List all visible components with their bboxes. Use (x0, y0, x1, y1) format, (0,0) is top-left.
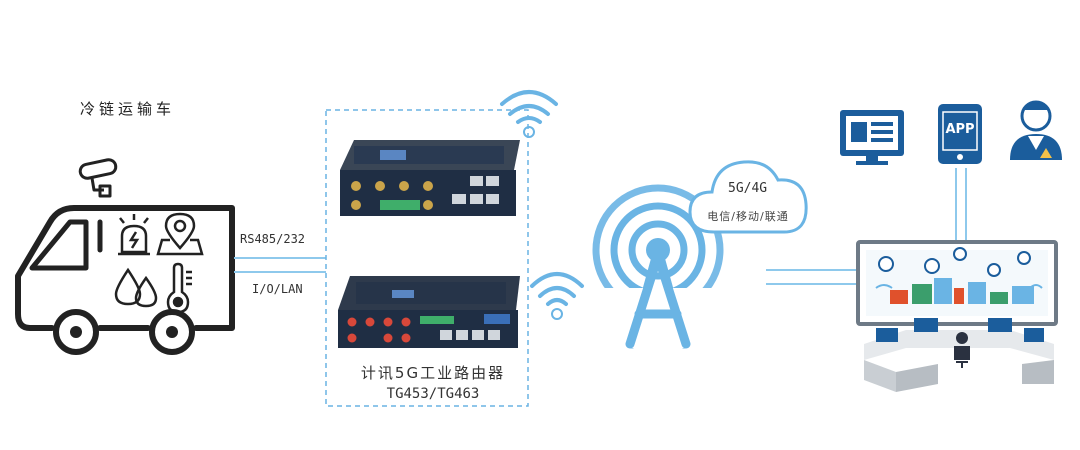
cloud-network-label: 5G/4G (728, 181, 768, 196)
truck-wheel-front (53, 309, 99, 355)
link-lines-endpoints (955, 168, 967, 240)
router-device-bottom (338, 276, 520, 348)
cell-tower-icon (625, 238, 691, 349)
serial-link-label: RS485/232 (240, 232, 306, 246)
water-drop-icon (114, 267, 158, 308)
network-link-label: I/O/LAN (252, 282, 303, 296)
alarm-icon (118, 214, 150, 256)
monitor-icon (840, 110, 904, 165)
user-icon (1010, 100, 1062, 160)
cloud-carriers-label: 电信/移动/联通 (707, 210, 789, 223)
router-name: 计讯5G工业路由器 (360, 364, 506, 382)
router-model: TG453/TG463 (386, 386, 480, 402)
truck-illustration (15, 205, 235, 331)
location-icon (156, 212, 204, 256)
link-lines-truck-router (234, 257, 326, 273)
camera-icon (78, 158, 118, 198)
control-center-icon (856, 240, 1058, 392)
app-label: APP (945, 122, 975, 137)
router-group-box (325, 109, 529, 407)
thermometer-icon (166, 262, 192, 314)
wifi-icon (530, 272, 584, 320)
wifi-icon (500, 90, 558, 138)
cloud-icon (688, 160, 808, 234)
truck-title: 冷链运输车 (80, 100, 176, 118)
mobile-app-icon (938, 104, 982, 164)
truck-wheel-rear (149, 309, 195, 355)
router-device-top (340, 140, 520, 216)
link-lines-tower-center (766, 269, 858, 285)
